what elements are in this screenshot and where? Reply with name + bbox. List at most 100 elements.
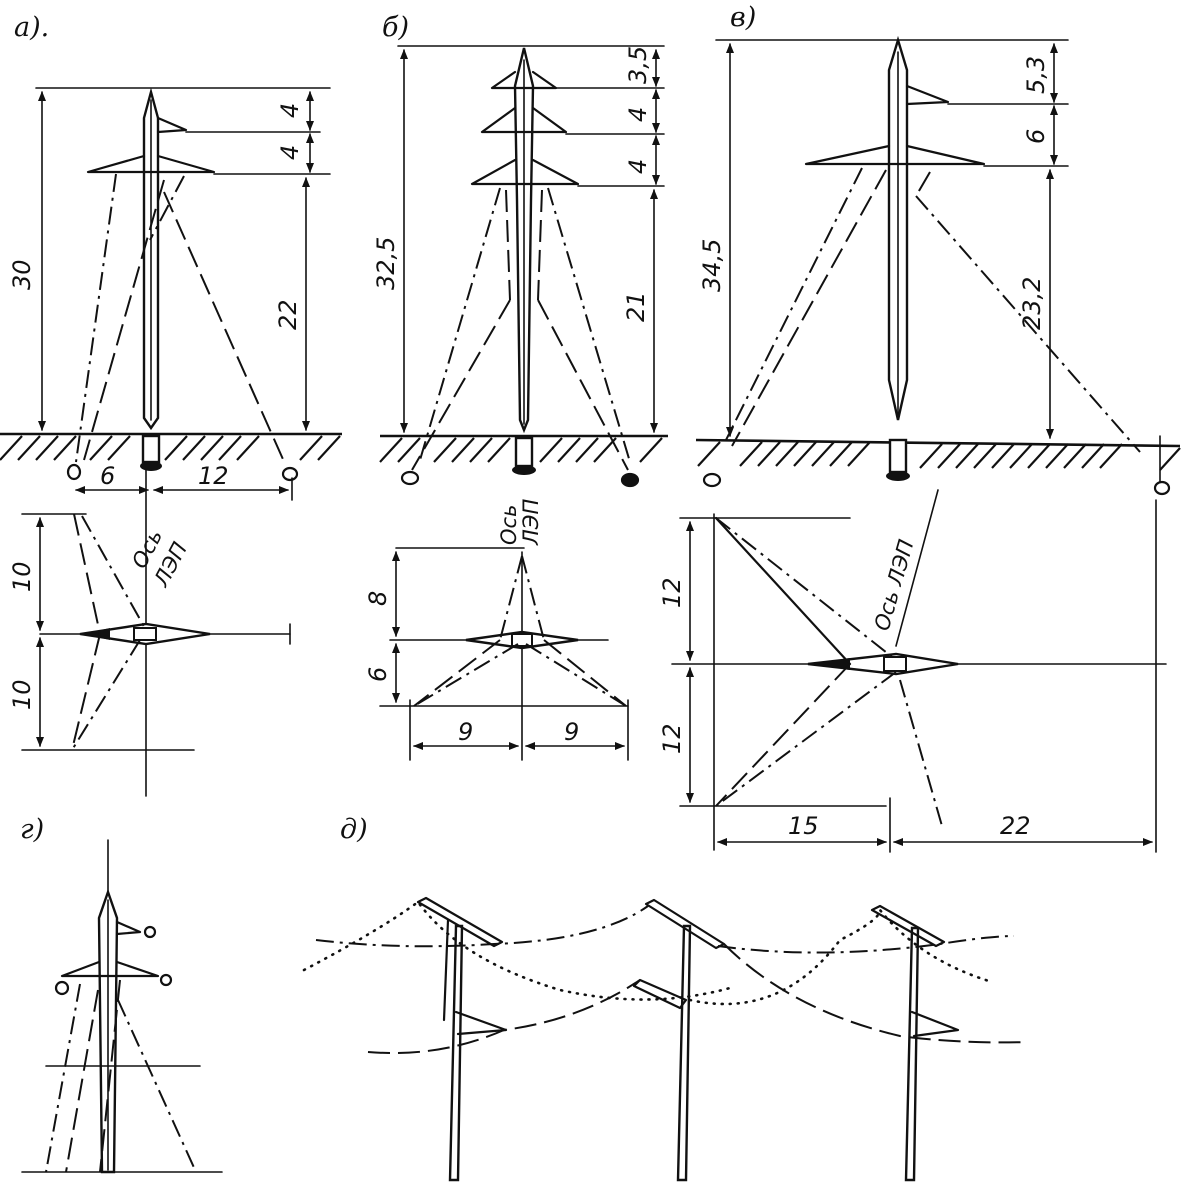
ground-hatching-b xyxy=(379,437,663,463)
dim-height-v-text: 34,5 xyxy=(698,239,726,292)
label-a: а). xyxy=(14,12,49,43)
dim-w-left-v-text: 15 xyxy=(788,812,819,840)
plan-guy-b-2 xyxy=(521,555,545,641)
guy-wire-g-4 xyxy=(117,999,197,1173)
label-g: г) xyxy=(20,814,44,845)
guy-wire-v-4 xyxy=(915,195,1141,453)
anchor-a-left xyxy=(66,463,82,481)
guy-wire-b-5 xyxy=(537,189,543,301)
dim-top2-a-text: 4 xyxy=(276,145,304,160)
plan-guy-v-3 xyxy=(715,663,851,807)
figure-b: б) 32,5 3 xyxy=(364,12,668,761)
figure-v: в) 34,5 xyxy=(658,2,1181,853)
guy-wire-g-3 xyxy=(99,979,121,1173)
crossarm-lower-v xyxy=(804,144,986,166)
dim-w-right-b-text: 9 xyxy=(564,718,579,746)
guy-wire-v-1 xyxy=(725,167,863,441)
dim-top3-b-text: 4 xyxy=(624,159,652,174)
anchor-a-right xyxy=(281,466,299,482)
guy-wire-g-2 xyxy=(65,989,99,1173)
guy-wire-b-1 xyxy=(419,187,501,461)
plan-guy-b-1 xyxy=(499,555,523,641)
figure-a: а). 30 xyxy=(0,12,342,797)
dim-lower-a-text: 22 xyxy=(274,299,302,330)
anchor-v-right xyxy=(1153,480,1171,496)
crossarm-top-g xyxy=(115,920,142,936)
guy-wire-a-3 xyxy=(163,191,287,467)
plan-guy-b-3 xyxy=(413,639,501,707)
crossarm-d-2-low xyxy=(632,978,688,1010)
crossarm-top-v xyxy=(905,84,950,106)
dim-w-left-b-text: 9 xyxy=(458,718,473,746)
axis-label-b-1: Ось xyxy=(497,505,521,545)
label-d: д) xyxy=(340,814,368,845)
label-v: в) xyxy=(730,2,756,33)
dim-lower-b-text: 21 xyxy=(622,291,650,322)
dim-height-a-text: 30 xyxy=(8,259,36,290)
plan-guy-b-6 xyxy=(525,643,627,707)
dim-plan-bottom-b-text: 6 xyxy=(364,667,392,682)
guy-wire-g-1 xyxy=(45,983,81,1173)
dim-lower-v-text: 23,2 xyxy=(1018,277,1046,330)
plan-guy-a-4 xyxy=(71,639,141,751)
guy-wire-b-4 xyxy=(547,187,631,463)
dim-height-b-text: 32,5 xyxy=(372,237,400,290)
crossarm-d-3-low xyxy=(910,1010,960,1038)
crossarm-lower-g xyxy=(60,960,160,978)
guy-wire-b-6 xyxy=(537,299,629,471)
figure-d: д) xyxy=(302,814,1029,1182)
figure-g: г) xyxy=(20,814,223,1174)
insulator-g-3 xyxy=(159,973,173,987)
pole-d-3 xyxy=(904,926,920,1182)
plan-guy-a-3 xyxy=(71,633,101,751)
dim-plan-top-v-text: 12 xyxy=(658,577,686,608)
dim-left-w-a-text: 6 xyxy=(100,462,115,490)
pole-d-1 xyxy=(448,924,464,1182)
plan-guy-a-2 xyxy=(81,515,147,631)
insulator-g-1 xyxy=(143,925,157,939)
plan-guy-v-1 xyxy=(714,516,852,666)
guy-wire-a-1 xyxy=(75,173,117,463)
guy-wire-a-4 xyxy=(149,175,185,241)
dim-top1-b-text: 3,5 xyxy=(624,46,652,84)
dim-top1-v-text: 5,3 xyxy=(1022,56,1050,94)
crossarm-d-3-top xyxy=(870,904,946,948)
crossarm-1-b xyxy=(490,70,558,90)
pole-d-2 xyxy=(676,924,692,1182)
crossarm-3-b xyxy=(470,158,580,186)
conductor-d-2b xyxy=(688,906,994,1006)
dim-plan-top-b-text: 8 xyxy=(364,591,392,606)
label-b: б) xyxy=(382,12,409,43)
anchor-b-right xyxy=(620,472,640,488)
guy-wire-v-2 xyxy=(731,169,887,447)
guy-wire-a-2 xyxy=(83,179,165,461)
crossarm-lower-a xyxy=(86,154,216,174)
crossarm-2-b xyxy=(480,106,568,134)
axis-label-b-2: ЛЭП xyxy=(519,499,543,546)
axis-line-v-lower xyxy=(899,679,943,827)
conductor-d-3b xyxy=(723,943,1029,1044)
tower-base-v xyxy=(888,438,908,474)
dim-top2-v-text: 6 xyxy=(1022,129,1050,144)
ground-hatching-v xyxy=(697,441,1181,471)
guy-wire-b-2 xyxy=(505,189,511,301)
dim-w-right-v-text: 22 xyxy=(1000,812,1031,840)
dim-plan-top-a-text: 10 xyxy=(8,561,36,592)
footing-a xyxy=(140,461,162,471)
axis-line-v-upper xyxy=(895,489,939,647)
plan-guy-v-2 xyxy=(715,517,897,661)
anchor-v-left xyxy=(702,472,722,488)
axis-label-v: Ось ЛЭП xyxy=(870,537,919,634)
conductor-d-3a xyxy=(367,979,641,1055)
tower-base-b xyxy=(514,436,534,468)
guy-wire-b-3 xyxy=(411,299,511,471)
anchor-b-left xyxy=(400,470,420,486)
tower-base-a xyxy=(141,434,161,464)
ground-hatching-a xyxy=(0,435,341,461)
footing-v xyxy=(886,471,910,481)
pole-plan-v xyxy=(883,656,907,672)
dim-top2-b-text: 4 xyxy=(624,107,652,122)
insulator-g-2 xyxy=(54,980,70,996)
